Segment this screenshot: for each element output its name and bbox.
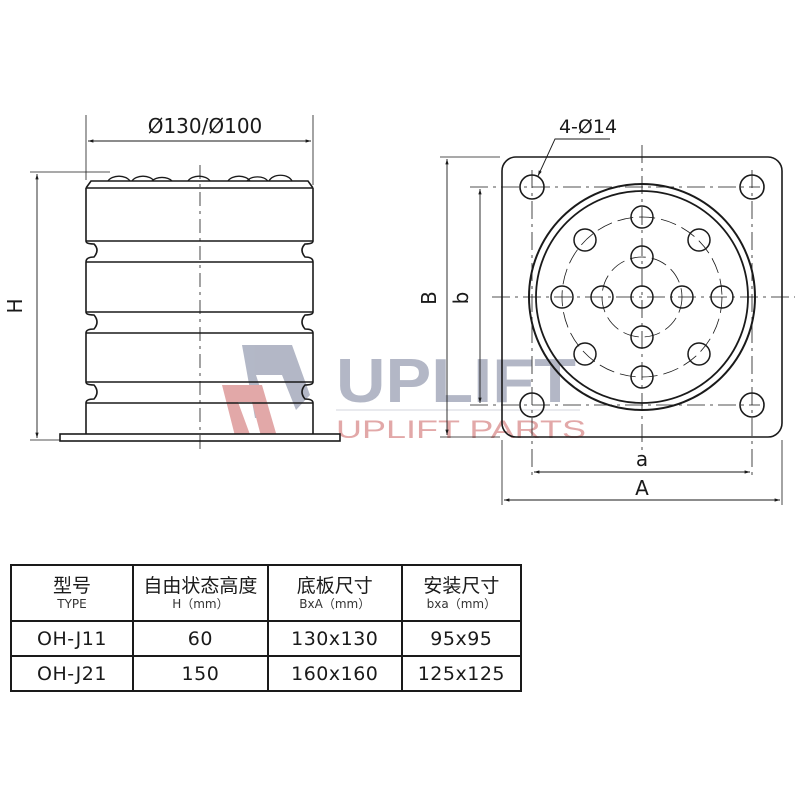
cell-mounting-size: 125x125 xyxy=(400,655,523,692)
side-view xyxy=(30,115,341,452)
cell-height: 150 xyxy=(131,655,269,692)
cell-mounting-size: 95x95 xyxy=(400,620,523,657)
diameter-label: Ø130/Ø100 xyxy=(148,114,263,138)
dim-B-label: B xyxy=(417,291,441,305)
cell-plate-size: 160x160 xyxy=(266,655,403,692)
cell-type: OH-J21 xyxy=(10,655,134,692)
top-view xyxy=(440,138,795,505)
header-height: 自由状态高度 H（mm） xyxy=(131,564,269,622)
table-row: OH-J21 150 160x160 125x125 xyxy=(10,655,523,692)
header-mounting-size: 安装尺寸 bxa（mm） xyxy=(400,564,523,622)
dim-a-label: a xyxy=(636,447,648,471)
watermark-brand: UPLIFT xyxy=(336,347,576,416)
cell-plate-size: 130x130 xyxy=(266,620,403,657)
table-row: OH-J11 60 130x130 95x95 xyxy=(10,620,523,657)
height-label: H xyxy=(3,298,27,313)
header-type: 型号 TYPE xyxy=(10,564,134,622)
watermark: UPLIFT UPLIFT PARTS xyxy=(222,345,586,444)
cell-height: 60 xyxy=(131,620,269,657)
dim-A-label: A xyxy=(635,476,649,500)
hole-label: 4-Ø14 xyxy=(559,116,617,138)
technical-drawing: UPLIFT UPLIFT PARTS Ø130/Ø100 H xyxy=(3,114,795,505)
cell-type: OH-J11 xyxy=(10,620,134,657)
watermark-logo-icon xyxy=(222,345,310,440)
watermark-subtitle: UPLIFT PARTS xyxy=(336,416,586,444)
header-plate-size: 底板尺寸 BxA（mm） xyxy=(266,564,403,622)
dim-b-label: b xyxy=(449,292,473,305)
table-header-row: 型号 TYPE 自由状态高度 H（mm） 底板尺寸 BxA（mm） 安装尺寸 b… xyxy=(10,564,523,622)
spec-table: 型号 TYPE 自由状态高度 H（mm） 底板尺寸 BxA（mm） 安装尺寸 b… xyxy=(10,564,523,692)
